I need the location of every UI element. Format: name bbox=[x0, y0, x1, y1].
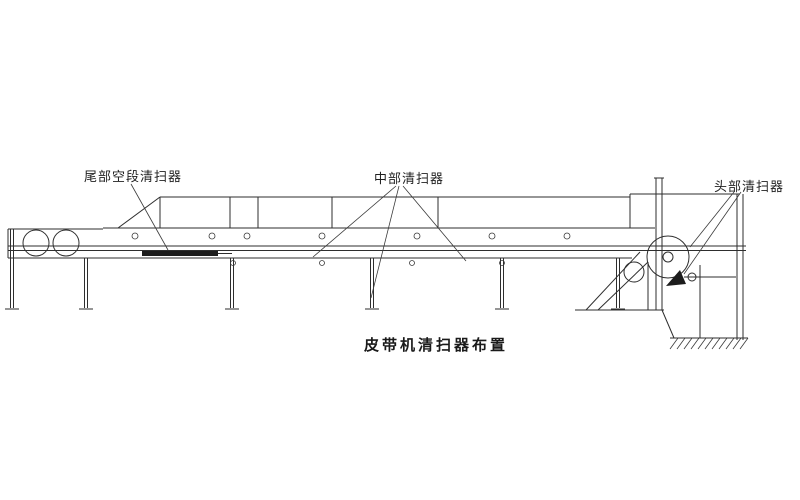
label-head-cleaner: 头部清扫器 bbox=[714, 180, 785, 195]
leader-lines bbox=[130, 183, 742, 299]
label-tail-cleaner: 尾部空段清扫器 bbox=[84, 170, 183, 185]
diagram-title: 皮带机清扫器布置 bbox=[364, 336, 509, 354]
snub-pulley-icon bbox=[623, 261, 645, 283]
head-pulley-hub-icon bbox=[662, 251, 674, 263]
leader-middle-3 bbox=[402, 185, 467, 262]
head-frame bbox=[629, 177, 744, 340]
upper-idlers bbox=[131, 232, 571, 240]
label-middle-cleaner: 中部清扫器 bbox=[374, 172, 445, 187]
tail-pulley-icon bbox=[22, 229, 50, 257]
scraper-blade-icon bbox=[666, 270, 686, 286]
tail-section bbox=[7, 228, 103, 258]
ground-hatching bbox=[669, 337, 749, 350]
head-cleaner-parts bbox=[666, 270, 736, 286]
belt-lines bbox=[8, 245, 746, 259]
head-pulleys bbox=[623, 235, 690, 283]
head-pulley-icon bbox=[646, 235, 690, 279]
hood-structure bbox=[103, 196, 655, 229]
leader-middle-1 bbox=[312, 185, 397, 258]
leader-head-1 bbox=[689, 191, 735, 248]
head-support bbox=[575, 251, 701, 339]
tail-cleaner-bar bbox=[142, 251, 232, 256]
leader-middle-2 bbox=[370, 185, 400, 299]
leader-tail bbox=[130, 183, 169, 251]
leader-head-2 bbox=[683, 191, 742, 275]
tail-pulley-icon bbox=[52, 229, 80, 257]
lower-mount-marks bbox=[230, 260, 505, 266]
support-legs bbox=[5, 229, 625, 310]
adjuster-bolt-icon bbox=[687, 272, 697, 282]
